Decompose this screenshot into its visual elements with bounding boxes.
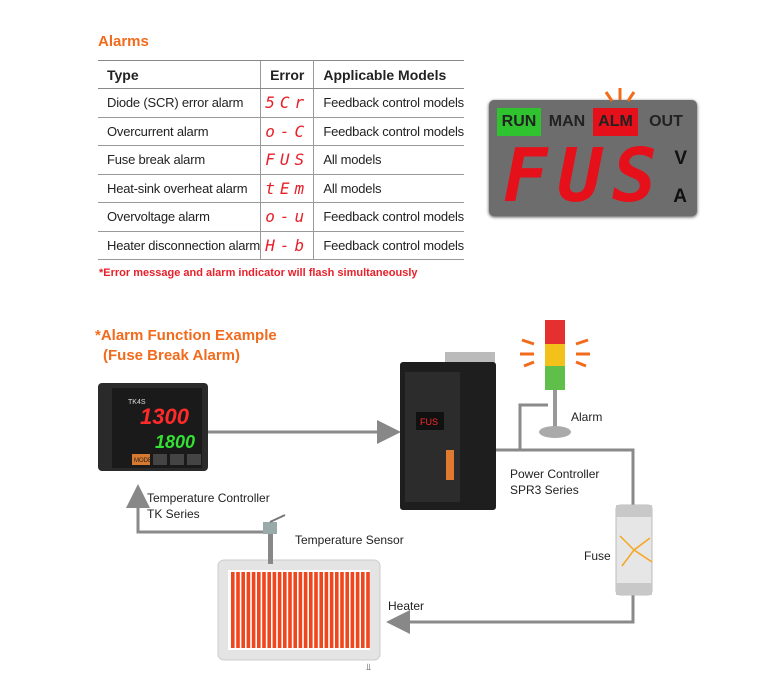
- signal-tower-icon: [520, 320, 590, 438]
- error-cell: tEm: [260, 174, 315, 203]
- heater-coil: [262, 572, 266, 648]
- heater-coil: [340, 572, 344, 648]
- fuse-image: [615, 504, 653, 596]
- alarm-function-diagram: TK4S 1300 1800 MODE FUS ⫫ Temperature Co…: [98, 320, 653, 672]
- unit-v: V: [674, 148, 687, 169]
- example-title-2: (Fuse Break Alarm): [103, 347, 240, 364]
- temperature-sensor-image: [263, 514, 286, 564]
- label-alarm: Alarm: [571, 410, 602, 424]
- alarm-display-panel: RUN MAN ALM OUT FUS V A: [489, 100, 697, 216]
- svg-text:MODE: MODE: [134, 458, 152, 464]
- heater-coil: [350, 572, 355, 648]
- models-cell: Feedback control models: [313, 231, 464, 260]
- header-type: Type: [98, 60, 261, 89]
- label-pc-2: SPR3 Series: [510, 483, 579, 497]
- fus-display: FUS: [503, 133, 667, 219]
- heater-coil: [283, 572, 287, 648]
- unit-a: A: [673, 186, 687, 207]
- heater-coil: [298, 572, 303, 648]
- heater-coil: [251, 572, 256, 648]
- label-pc-1: Power Controller: [510, 467, 599, 481]
- models-cell: All models: [313, 145, 464, 175]
- heater-coil: [267, 572, 271, 648]
- temperature-controller-image: TK4S 1300 1800 MODE: [98, 383, 208, 471]
- label-heater: Heater: [388, 599, 424, 613]
- svg-text:⫫: ⫫: [365, 662, 371, 672]
- svg-text:TK4S: TK4S: [128, 399, 146, 406]
- heater-coil: [303, 572, 308, 648]
- heater-coil: [319, 572, 323, 648]
- table-header: Type Error Applicable Models: [98, 60, 464, 89]
- heater-coil: [231, 572, 235, 648]
- connection-lines: [126, 403, 635, 634]
- heater-coil: [236, 572, 240, 648]
- label-tc-2: TK Series: [147, 507, 200, 521]
- heater-coil: [314, 572, 318, 648]
- models-cell: Feedback control models: [313, 202, 464, 232]
- heater-coil: [345, 572, 349, 648]
- type-cell: Fuse break alarm: [98, 145, 261, 175]
- error-cell: 5Cr: [260, 88, 315, 118]
- models-cell: All models: [313, 174, 464, 203]
- out-indicator: OUT: [649, 113, 683, 130]
- models-cell: Feedback control models: [313, 117, 464, 146]
- header-models: Applicable Models: [313, 60, 464, 89]
- type-cell: Heater disconnection alarm: [98, 231, 261, 260]
- heater-coil: [329, 572, 334, 648]
- type-cell: Diode (SCR) error alarm: [98, 88, 261, 118]
- heater-coil: [324, 572, 329, 648]
- error-cell: H-b: [260, 231, 315, 260]
- example-title-1: *Alarm Function Example: [95, 327, 277, 344]
- heater-coil: [257, 572, 261, 648]
- heater-coil: [366, 572, 370, 648]
- svg-text:FUS: FUS: [420, 417, 438, 427]
- error-cell: o-C: [260, 117, 315, 146]
- alarms-title: Alarms: [98, 33, 149, 50]
- heater-coil: [361, 572, 365, 648]
- svg-text:1800: 1800: [155, 432, 195, 452]
- run-indicator: RUN: [497, 108, 541, 136]
- heater-coil: [288, 572, 292, 648]
- error-cell: FUS: [260, 145, 315, 175]
- type-cell: Overvoltage alarm: [98, 202, 261, 232]
- power-controller-image: FUS: [400, 352, 496, 510]
- header-error: Error: [260, 60, 315, 89]
- type-cell: Overcurrent alarm: [98, 117, 261, 146]
- heater-coil: [277, 572, 282, 648]
- heater-coil: [293, 572, 297, 648]
- heater-coil: [309, 572, 313, 648]
- flash-note: *Error message and alarm indicator will …: [99, 267, 418, 279]
- heater-coil: [355, 572, 360, 648]
- heater-coil: [241, 572, 245, 648]
- heater-coil: [335, 572, 339, 648]
- type-cell: Heat-sink overheat alarm: [98, 174, 261, 203]
- heater-coil: [246, 572, 251, 648]
- heater-coil: [272, 572, 277, 648]
- label-sensor: Temperature Sensor: [295, 533, 404, 547]
- flash-rays-icon: [604, 88, 636, 102]
- man-indicator: MAN: [548, 113, 586, 130]
- label-tc-1: Temperature Controller: [147, 491, 270, 505]
- models-cell: Feedback control models: [313, 88, 464, 118]
- alm-indicator: ALM: [593, 108, 638, 136]
- svg-text:1300: 1300: [140, 404, 190, 429]
- label-fuse: Fuse: [584, 549, 611, 563]
- alarms-table: Type Error Applicable Models Diode (SCR)…: [98, 60, 464, 260]
- error-cell: o-u: [260, 202, 315, 232]
- heater-image: ⫫: [217, 559, 381, 672]
